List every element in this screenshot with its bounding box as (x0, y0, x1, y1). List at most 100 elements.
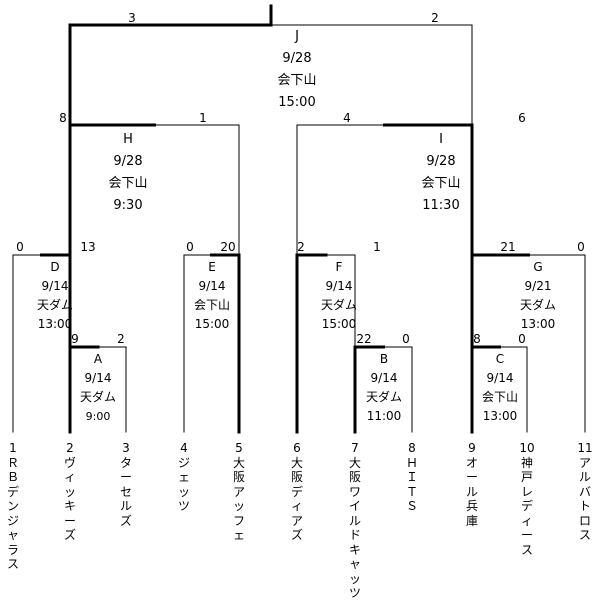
team-3-number: 3 (122, 441, 130, 455)
score-a-left: 9 (71, 332, 79, 346)
team-4: 4 ジェッツ (176, 441, 192, 514)
team-7-name: 大阪ワイルドキャッツ (348, 455, 361, 601)
team-6-number: 6 (293, 441, 301, 455)
score-b-left: 22 (356, 332, 372, 346)
match-d-info: D 9/14 天ダム 13:00 (37, 258, 73, 334)
match-d-id: D (50, 260, 60, 274)
score-g-left: 21 (500, 240, 516, 254)
team-3-name: ターセルズ (119, 455, 132, 528)
team-1-name: ＲＢデンジャラス (6, 455, 19, 572)
match-c-id: C (495, 352, 505, 366)
match-j-time: 15:00 (278, 95, 316, 110)
team-8-name: ＨＩＴＳ (405, 455, 418, 514)
match-h-id: H (123, 132, 133, 147)
team-6-name: 大阪ディアズ (290, 455, 303, 543)
match-c-time: 13:00 (482, 409, 518, 423)
team-11-name: アルバトロス (578, 455, 591, 543)
match-b-info: B 9/14 天ダム 11:00 (366, 350, 402, 426)
score-c-left: 8 (473, 332, 481, 346)
score-e-left: 0 (186, 240, 194, 254)
match-e-id: E (208, 260, 216, 274)
match-i-date: 9/28 (426, 154, 456, 169)
match-g-venue: 天ダム (519, 298, 557, 312)
team-10: 10 神戸レディース (519, 441, 535, 557)
team-7: 7 大阪ワイルドキャッツ (347, 441, 363, 601)
team-5: 5 大阪アッフェ (231, 441, 247, 543)
team-10-number: 10 (519, 441, 535, 455)
match-j-venue: 会下山 (277, 73, 317, 88)
team-2: 2 ヴィッキーズ (62, 441, 78, 543)
match-c-info: C 9/14 会下山 13:00 (482, 350, 518, 426)
team-5-number: 5 (235, 441, 243, 455)
match-b-time: 11:00 (366, 409, 402, 423)
match-j-date: 9/28 (282, 51, 312, 66)
score-g-right: 0 (577, 240, 585, 254)
score-h-right: 1 (199, 111, 207, 125)
team-11-number: 11 (577, 441, 593, 455)
match-a-info: A 9/14 天ダム 9:00 (80, 350, 116, 426)
team-6: 6 大阪ディアズ (289, 441, 305, 543)
match-j-id: J (295, 29, 299, 44)
match-e-info: E 9/14 会下山 15:00 (194, 258, 230, 334)
match-c-date: 9/14 (486, 371, 514, 385)
match-e-venue: 会下山 (193, 298, 231, 312)
match-a-time: 9:00 (85, 410, 111, 423)
team-2-name: ヴィッキーズ (63, 455, 76, 543)
match-i-time: 11:30 (422, 198, 460, 213)
match-d-venue: 天ダム (36, 298, 74, 312)
match-a-id: A (93, 352, 103, 366)
match-a-date: 9/14 (84, 371, 112, 385)
match-b-id: B (379, 352, 389, 366)
team-8-number: 8 (408, 441, 416, 455)
match-g-info: G 9/21 天ダム 13:00 (520, 258, 556, 334)
team-1: 1 ＲＢデンジャラス (5, 441, 21, 572)
match-b-venue: 天ダム (365, 390, 403, 404)
match-h-info: H 9/28 会下山 9:30 (108, 129, 147, 217)
team-9-name: オール兵庫 (465, 455, 478, 528)
score-a-right: 2 (117, 332, 125, 346)
score-f-right: 1 (373, 240, 381, 254)
match-h-date: 9/28 (113, 154, 143, 169)
team-11: 11 アルバトロス (577, 441, 593, 543)
match-i-info: I 9/28 会下山 11:30 (421, 129, 460, 217)
match-f-date: 9/14 (325, 279, 353, 293)
team-1-number: 1 (9, 441, 17, 455)
score-f-left: 2 (297, 240, 305, 254)
team-3: 3 ターセルズ (118, 441, 134, 528)
match-e-time: 15:00 (194, 317, 230, 331)
score-d-right: 13 (80, 240, 96, 254)
match-c-venue: 会下山 (481, 390, 519, 404)
team-9: 9 オール兵庫 (464, 441, 480, 528)
score-j-left: 3 (128, 11, 136, 25)
match-g-date: 9/21 (524, 279, 552, 293)
score-d-left: 0 (16, 240, 24, 254)
match-i-venue: 会下山 (421, 176, 461, 191)
match-d-time: 13:00 (37, 317, 73, 331)
score-c-right: 0 (518, 332, 526, 346)
match-i-id: I (439, 132, 443, 147)
score-b-right: 0 (402, 332, 410, 346)
team-10-name: 神戸レディース (520, 455, 533, 557)
match-h-time: 9:30 (113, 198, 143, 213)
match-b-date: 9/14 (370, 371, 398, 385)
match-g-id: G (533, 260, 543, 274)
score-i-right: 6 (518, 111, 526, 125)
match-f-id: F (335, 260, 343, 274)
match-d-date: 9/14 (41, 279, 69, 293)
match-f-info: F 9/14 天ダム 15:00 (321, 258, 357, 334)
score-j-right: 2 (431, 11, 439, 25)
team-9-number: 9 (468, 441, 476, 455)
match-a-venue: 天ダム (79, 390, 117, 404)
match-e-date: 9/14 (198, 279, 226, 293)
team-5-name: 大阪アッフェ (232, 455, 245, 543)
team-4-number: 4 (180, 441, 188, 455)
match-g-time: 13:00 (520, 317, 556, 331)
match-f-venue: 天ダム (320, 298, 358, 312)
score-h-left: 8 (59, 111, 67, 125)
team-8: 8 ＨＩＴＳ (404, 441, 420, 514)
score-e-right: 20 (220, 240, 236, 254)
match-h-venue: 会下山 (108, 176, 148, 191)
match-j-info: J 9/28 会下山 15:00 (277, 26, 316, 114)
team-7-number: 7 (351, 441, 359, 455)
